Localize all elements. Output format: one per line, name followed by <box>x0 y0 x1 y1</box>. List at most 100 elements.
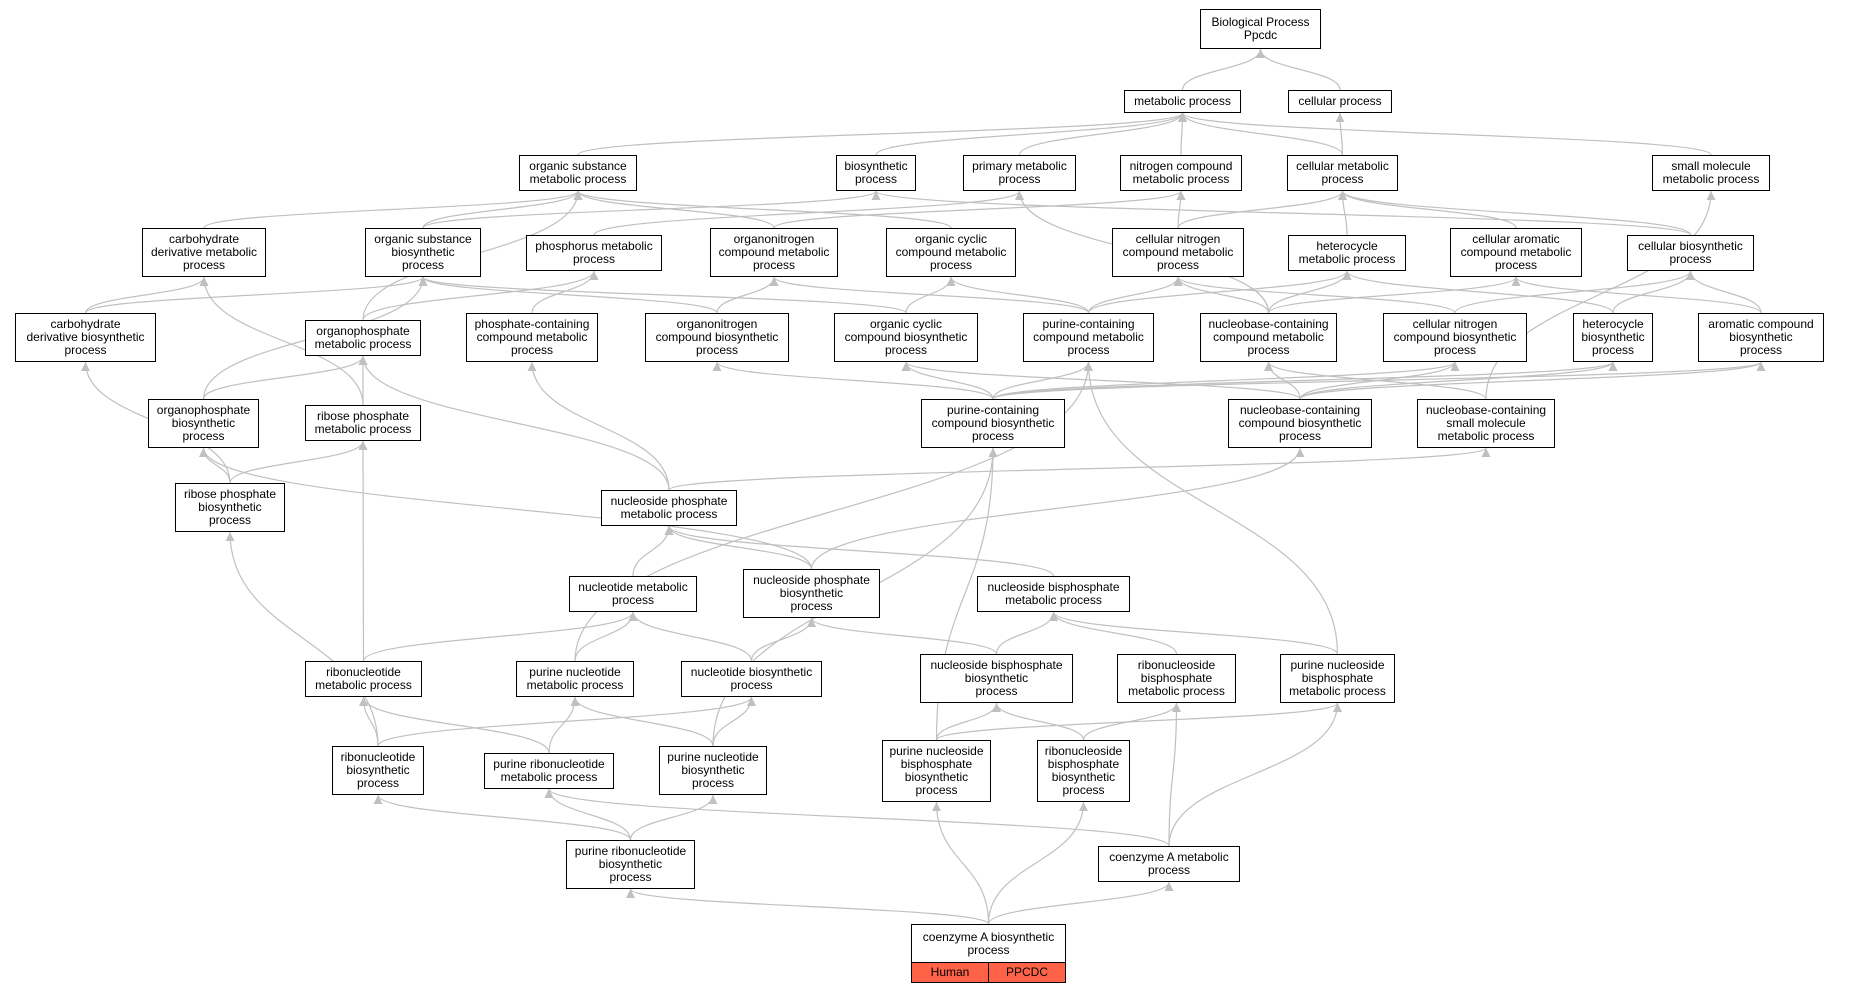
edge-metabolic-to-bp <box>1181 48 1265 91</box>
edge-purine_cont_met-to-heterocycle_met <box>1087 270 1352 314</box>
term-node-nucleoside-bisp-bio[interactable]: nucleoside bisphosphate biosynthetic pro… <box>920 654 1073 703</box>
edge-nucleobase_cont_bio-to-heterocycle_bio <box>1299 361 1618 400</box>
edge-cell_aromatic_met-to-cellular_met <box>1338 190 1517 229</box>
term-node-small-mol-met[interactable]: small molecule metabolic process <box>1652 155 1770 191</box>
edge-nucleobase_cont_met-to-cell_aromatic_met <box>1267 276 1521 314</box>
term-node-ribonucleoside-bisp-bio[interactable]: ribonucleoside bisphosphate biosynthetic… <box>1037 740 1130 802</box>
edge-organophosphate_met-to-phosphorus_met <box>362 270 599 321</box>
term-node-purine-nucleotide-met[interactable]: purine nucleotide metabolic process <box>516 661 634 697</box>
term-node-coa-met[interactable]: coenzyme A metabolic process <box>1098 846 1240 882</box>
edge-org_sub_met-to-metabolic <box>577 112 1187 156</box>
term-node-organophosphate-bio[interactable]: organophosphate biosynthetic process <box>148 399 259 448</box>
term-node-nucleoside-p-met[interactable]: nucleoside phosphate metabolic process <box>601 490 737 526</box>
edge-coa_met-to-ribonucleoside_bisp_met <box>1168 702 1181 847</box>
term-node-phosphate-cont-met[interactable]: phosphate-containing compound metabolic … <box>466 313 598 362</box>
edge-coa_bio-to-purine_ribonucleotide_bio <box>626 888 990 925</box>
edge-purine_cont_met-to-organonitrogen_met <box>769 276 1090 314</box>
edge-nucleobase_small_mol-to-small_mol_met <box>1485 190 1716 400</box>
term-node-ribose-p-met[interactable]: ribose phosphate metabolic process <box>305 405 421 441</box>
edge-coa_met-to-purine_nucleoside_bisp_met <box>1168 702 1342 847</box>
term-node-carb-deriv-bio[interactable]: carbohydrate derivative biosynthetic pro… <box>15 313 156 362</box>
edge-coa_bio-to-coa_met <box>987 881 1174 925</box>
term-node-purine-ribonucleotide-bio[interactable]: purine ribonucleotide biosynthetic proce… <box>566 840 695 889</box>
edge-ribonucleoside_bisp_bio-to-ribonucleoside_bisp_met <box>1082 702 1181 741</box>
term-node-biosynthetic[interactable]: biosynthetic process <box>836 155 916 191</box>
term-node-cell-nitrogen-met[interactable]: cellular nitrogen compound metabolic pro… <box>1112 228 1244 277</box>
edge-organonitrogen_bio-to-org_sub_bio <box>418 276 718 314</box>
term-node-org-cyclic-met[interactable]: organic cyclic compound metabolic proces… <box>886 228 1016 277</box>
term-node-purine-cont-met[interactable]: purine-containing compound metabolic pro… <box>1023 313 1154 362</box>
edge-nucleobase_cont_bio-to-aromatic_bio <box>1299 361 1766 400</box>
term-node-ribonucleoside-bisp-met[interactable]: ribonucleoside bisphosphate metabolic pr… <box>1117 654 1236 703</box>
term-node-cell-aromatic-met[interactable]: cellular aromatic compound metabolic pro… <box>1450 228 1582 277</box>
term-node-purine-nucleoside-bisp-bio[interactable]: purine nucleoside bisphosphate biosynthe… <box>882 740 991 802</box>
edge-nucleobase_cont_met-to-cell_nitrogen_met <box>1173 276 1270 314</box>
term-node-ribonucleotide-bio[interactable]: ribonucleotide biosynthetic process <box>332 746 424 795</box>
term-node-organonitrogen-met[interactable]: organonitrogen compound metabolic proces… <box>710 228 838 277</box>
edge-organonitrogen_met-to-nitrogen_comp_met <box>773 190 1186 229</box>
edge-purine_nucleoside_bisp_met-to-nucleoside_bisp_met <box>1049 611 1339 655</box>
term-node-nucleoside-bisp-met[interactable]: nucleoside bisphosphate metabolic proces… <box>977 576 1130 612</box>
term-node-heterocycle-met[interactable]: heterocycle metabolic process <box>1288 235 1406 271</box>
term-node-organophosphate-met[interactable]: organophosphate metabolic process <box>305 320 421 356</box>
term-node-cellular[interactable]: cellular process <box>1288 90 1392 113</box>
edge-phosphorus_met-to-primary_met <box>593 190 1024 236</box>
edge-heterocycle_bio-to-cell_bio <box>1612 270 1695 314</box>
term-node-cellular-met[interactable]: cellular metabolic process <box>1287 155 1398 191</box>
term-node-heterocycle-bio[interactable]: heterocycle biosynthetic process <box>1573 313 1653 362</box>
term-node-organonitrogen-bio[interactable]: organonitrogen compound biosynthetic pro… <box>645 313 789 362</box>
edge-phosphate_cont_met-to-phosphorus_met <box>531 270 599 314</box>
term-node-ribose-p-bio[interactable]: ribose phosphate biosynthetic process <box>175 483 285 532</box>
term-node-cell-bio[interactable]: cellular biosynthetic process <box>1627 235 1754 271</box>
term-node-org-cyclic-bio[interactable]: organic cyclic compound biosynthetic pro… <box>834 313 978 362</box>
term-node-purine-ribonucleotide-met[interactable]: purine ribonucleotide metabolic process <box>484 753 614 789</box>
edge-ribose_p_met-to-carb_deriv_met <box>199 276 364 406</box>
term-node-org-sub-bio[interactable]: organic substance biosynthetic process <box>365 228 481 277</box>
edge-org_sub_bio-to-org_sub_met <box>422 190 583 229</box>
term-node-nucleoside-p-bio[interactable]: nucleoside phosphate biosynthetic proces… <box>743 569 880 618</box>
term-node-bp[interactable]: Biological Process Ppcdc <box>1200 9 1321 49</box>
term-node-ribonucleotide-met[interactable]: ribonucleotide metabolic process <box>305 661 422 697</box>
edge-biosynthetic-to-metabolic <box>875 112 1187 156</box>
term-node-nucleotide-bio[interactable]: nucleotide biosynthetic process <box>681 661 822 697</box>
edge-purine_cont_met-to-cell_nitrogen_met <box>1087 276 1183 314</box>
edge-cellular_met-to-cellular <box>1335 112 1345 156</box>
edge-nucleotide_bio-to-nucleotide_met <box>628 611 753 662</box>
term-node-purine-nucleoside-bisp-met[interactable]: purine nucleoside bisphosphate metabolic… <box>1280 654 1395 703</box>
edge-ribonucleoside_bisp_bio-to-nucleoside_bisp_bio <box>992 702 1085 741</box>
term-node-phosphorus-met[interactable]: phosphorus metabolic process <box>526 235 662 271</box>
edge-ribose_p_bio-to-ribose_p_met <box>229 440 368 484</box>
edge-purine_nucleotide_bio-to-nucleotide_bio <box>712 696 756 747</box>
term-node-nucleobase-small-mol[interactable]: nucleobase-containing small molecule met… <box>1417 399 1555 448</box>
edge-purine_cont_bio-to-heterocycle_bio <box>992 361 1618 400</box>
edge-purine_ribonucleotide_met-to-ribonucleotide_met <box>359 696 550 754</box>
term-node-nucleobase-cont-bio[interactable]: nucleobase-containing compound biosynthe… <box>1228 399 1372 448</box>
edge-ribonucleoside_bisp_met-to-nucleoside_bisp_met <box>1049 611 1178 655</box>
edge-coa_bio-to-purine_nucleoside_bisp_bio <box>932 801 990 925</box>
term-node-aromatic-bio[interactable]: aromatic compound biosynthetic process <box>1698 313 1824 362</box>
term-node-metabolic[interactable]: metabolic process <box>1124 90 1241 113</box>
term-node-carb-deriv-met[interactable]: carbohydrate derivative metabolic proces… <box>142 228 266 277</box>
edge-cellular_met-to-metabolic <box>1178 112 1344 156</box>
edge-purine_ribonucleotide_bio-to-ribonucleotide_bio <box>373 794 632 841</box>
edge-small_mol_met-to-metabolic <box>1178 112 1712 156</box>
edge-purine_nucleotide_bio-to-purine_nucleotide_met <box>570 696 714 747</box>
term-node-primary-met[interactable]: primary metabolic process <box>963 155 1076 191</box>
edge-cell_bio-to-biosynthetic <box>871 190 1692 236</box>
term-node-purine-cont-bio[interactable]: purine-containing compound biosynthetic … <box>921 399 1065 448</box>
term-node-nucleotide-met[interactable]: nucleotide metabolic process <box>569 576 697 612</box>
edge-ribonucleotide_met-to-nucleotide_met <box>362 611 638 662</box>
edge-purine_nucleoside_bisp_bio-to-nucleoside_bisp_bio <box>935 702 1001 741</box>
term-node-purine-nucleotide-bio[interactable]: purine nucleotide biosynthetic process <box>659 746 767 795</box>
term-node-nitrogen-comp-met[interactable]: nitrogen compound metabolic process <box>1120 155 1242 191</box>
edge-cellular-to-bp <box>1256 48 1341 91</box>
term-node-coa-bio[interactable]: coenzyme A biosynthetic process Human PP… <box>911 924 1066 983</box>
term-node-org-sub-met[interactable]: organic substance metabolic process <box>519 155 637 191</box>
term-node-nucleobase-cont-met[interactable]: nucleobase-containing compound metabolic… <box>1200 313 1337 362</box>
term-node-cell-nitrogen-bio[interactable]: cellular nitrogen compound biosynthetic … <box>1383 313 1527 362</box>
edge-aromatic_bio-to-cell_bio <box>1686 270 1762 314</box>
edge-cell_nitrogen_met-to-cellular_met <box>1177 190 1347 229</box>
edge-coa_bio-to-ribonucleoside_bisp_bio <box>987 801 1088 925</box>
edge-org_cyclic_bio-to-org_sub_bio <box>418 276 907 314</box>
